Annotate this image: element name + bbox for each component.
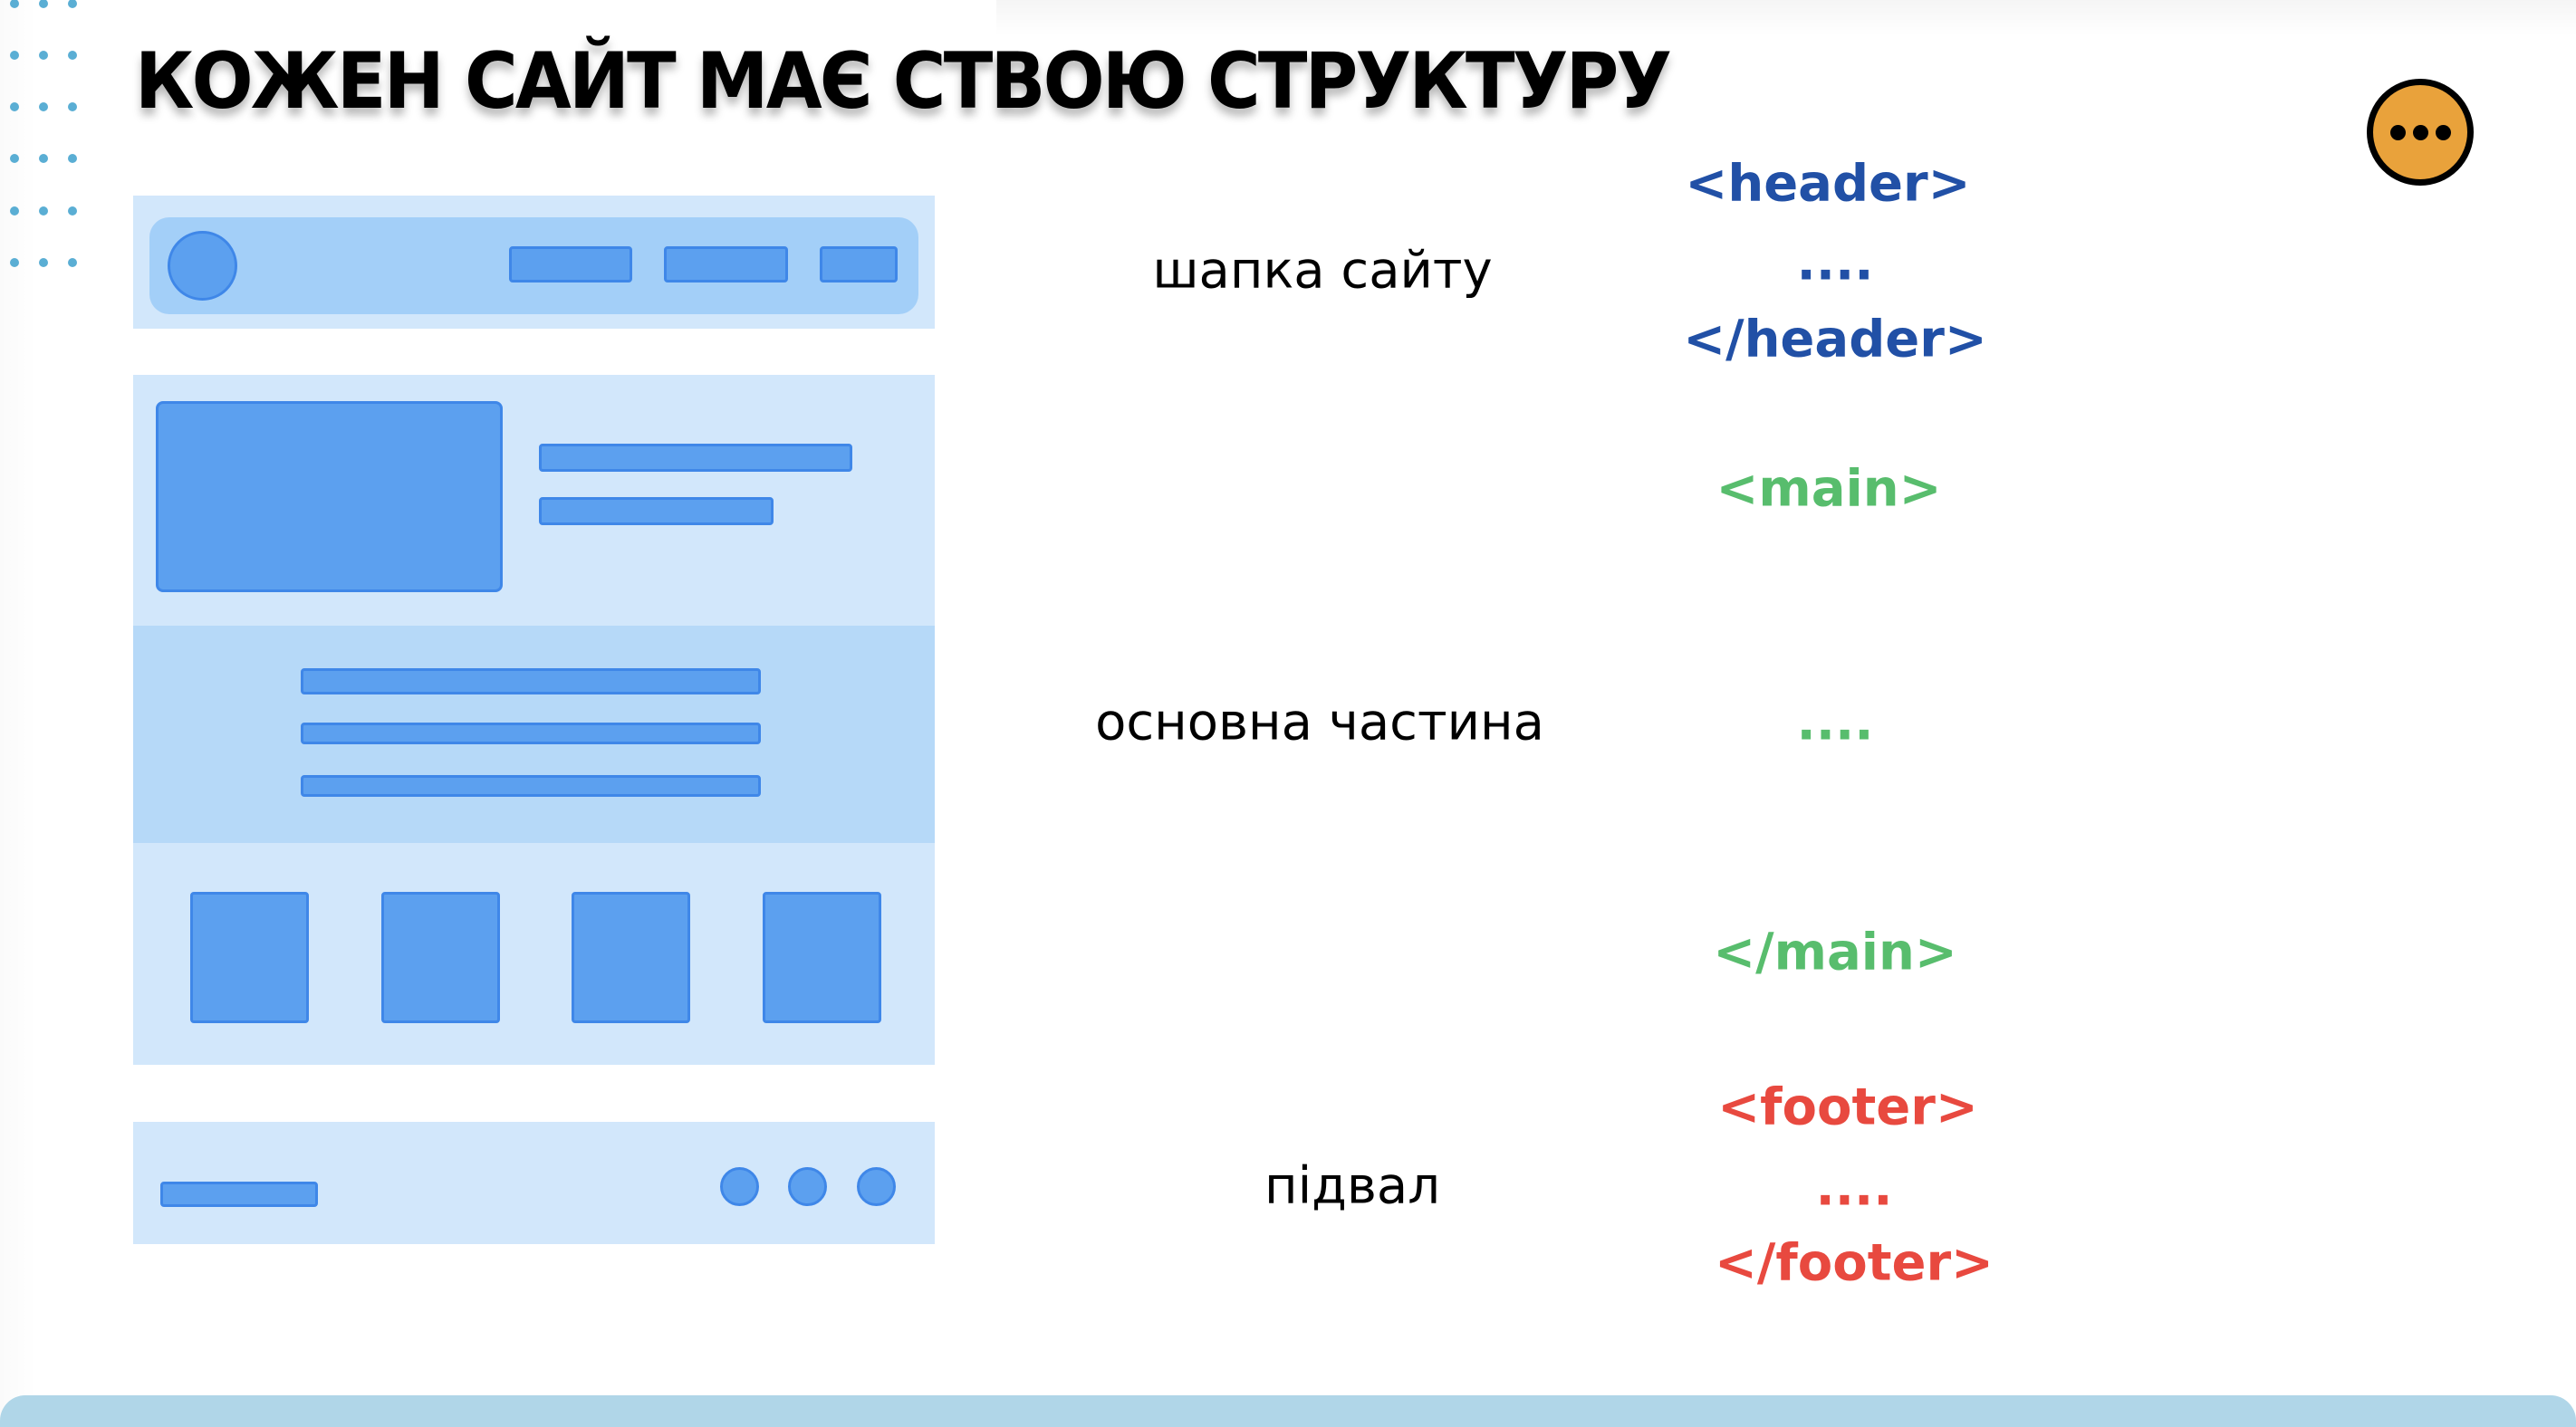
wireframe-footer xyxy=(133,1122,935,1244)
slide-title: КОЖЕН САЙТ МАЄ СТВОЮ СТРУКТУРУ xyxy=(135,36,1672,127)
more-options-button[interactable] xyxy=(2367,79,2474,186)
wireframe-card xyxy=(381,892,500,1023)
main-close-tag: </main> xyxy=(1713,923,1957,982)
wireframe-text-line xyxy=(539,444,852,472)
wireframe-text-line xyxy=(301,775,761,797)
main-open-tag: <main> xyxy=(1716,459,1942,519)
wireframe-footer-line xyxy=(160,1182,318,1207)
wireframe-nav-item xyxy=(820,246,898,283)
wireframe-main xyxy=(133,375,935,1065)
wireframe-social-circle xyxy=(788,1167,827,1206)
footer-close-tag: </footer> xyxy=(1715,1233,1994,1293)
wireframe-card xyxy=(572,892,690,1023)
main-ellipsis: .... xyxy=(1796,693,1874,752)
wireframe-header xyxy=(133,196,935,329)
more-dots-icon xyxy=(2389,124,2451,140)
wireframe-nav-item xyxy=(509,246,632,283)
wireframe-hero-image xyxy=(156,401,503,592)
left-shadow xyxy=(0,0,36,1427)
wireframe-logo-circle xyxy=(168,231,237,301)
footer-label: підвал xyxy=(1264,1156,1441,1216)
top-shadow xyxy=(996,0,2576,36)
header-open-tag: <header> xyxy=(1685,154,1971,214)
wireframe-social-circle xyxy=(857,1167,896,1206)
wireframe-nav-item xyxy=(664,246,788,283)
wireframe-card xyxy=(190,892,309,1023)
wireframe-card xyxy=(763,892,881,1023)
header-ellipsis: .... xyxy=(1796,233,1874,292)
footer-ellipsis: .... xyxy=(1815,1158,1893,1218)
wireframe-main-middle xyxy=(133,626,935,843)
footer-open-tag: <footer> xyxy=(1717,1077,1978,1137)
wireframe-social-circle xyxy=(720,1167,759,1206)
bottom-bar xyxy=(0,1395,2576,1427)
wireframe-text-line xyxy=(301,668,761,694)
header-label: шапка сайту xyxy=(1152,241,1493,301)
wireframe-text-line xyxy=(301,723,761,744)
main-label: основна частина xyxy=(1095,693,1544,752)
wireframe-text-line xyxy=(539,497,774,525)
header-close-tag: </header> xyxy=(1683,310,1987,369)
